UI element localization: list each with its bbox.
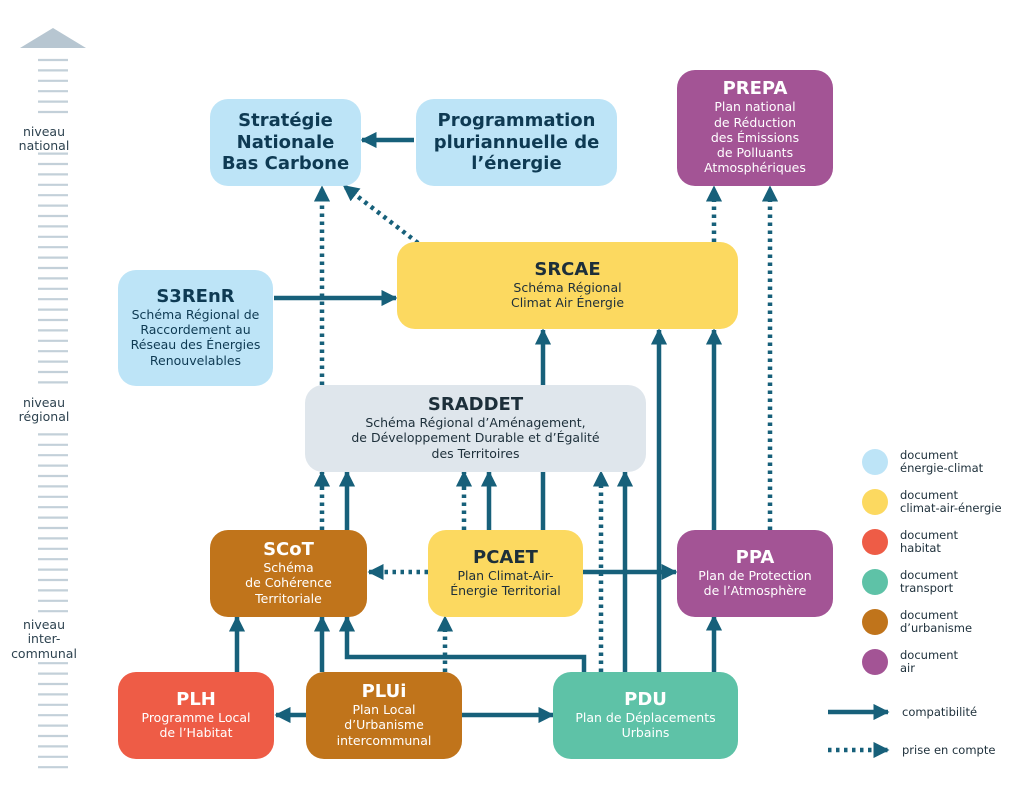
level-label-intercommunal: niveau inter- communal	[11, 617, 77, 661]
node-scot[interactable]: SCoT Schéma de Cohérence Territoriale	[210, 530, 367, 617]
node-srcae[interactable]: SRCAE Schéma Régional Climat Air Énergie	[397, 242, 738, 329]
level-label-national: niveau national	[18, 124, 70, 154]
node-sraddet-subtitle: Schéma Régional d’Aménagement, de Dévelo…	[351, 415, 600, 461]
node-ppe[interactable]: Programmation pluriannuelle de l’énergie	[416, 99, 617, 186]
legend-label-habitat: document habitat	[900, 528, 959, 555]
node-sraddet[interactable]: SRADDET Schéma Régional d’Aménagement, d…	[305, 385, 646, 472]
node-ppe-title: Programmation pluriannuelle de l’énergie	[433, 109, 600, 175]
legend-dot-energie-climat	[862, 449, 888, 475]
legend-prise-en-compte: prise en compte	[826, 740, 1016, 760]
node-snbc-title: Stratégie Nationale Bas Carbone	[221, 109, 350, 175]
node-pcaet-title: PCAET	[473, 546, 538, 568]
legend-dotted-arrow	[828, 741, 890, 759]
node-scot-title: SCoT	[263, 539, 314, 561]
legend-label-transport: document transport	[900, 568, 959, 595]
legend-label-urbanisme: document d’urbanisme	[900, 608, 973, 635]
level-scale	[20, 28, 86, 769]
node-plui-title: PLUi	[361, 681, 407, 703]
edge-srcae-snbc-dotted	[342, 184, 420, 245]
legend-dot-habitat	[862, 529, 888, 555]
node-plui-subtitle: Plan Local d’Urbanisme intercommunal	[336, 702, 432, 748]
node-ppa-title: PPA	[735, 546, 775, 568]
node-plui[interactable]: PLUi Plan Local d’Urbanisme intercommuna…	[306, 672, 462, 759]
scale-ticks	[38, 58, 68, 769]
legend-energie-climat: document énergie-climat	[862, 449, 983, 475]
node-snbc[interactable]: Stratégie Nationale Bas Carbone	[210, 99, 361, 186]
legend-label-air: document air	[900, 648, 959, 675]
node-s3renr-title: S3REnR	[156, 286, 235, 308]
legend-label-energie-climat: document énergie-climat	[900, 448, 984, 475]
node-plh-title: PLH	[176, 688, 216, 710]
legend-label-climat-air-energie: document climat-air-énergie	[900, 488, 1002, 515]
node-pcaet[interactable]: PCAET Plan Climat-Air- Énergie Territori…	[428, 530, 583, 617]
legend-dot-climat-air-energie	[862, 489, 888, 515]
node-pcaet-subtitle: Plan Climat-Air- Énergie Territorial	[450, 567, 561, 598]
node-pdu-title: PDU	[624, 688, 667, 710]
node-s3renr-subtitle: Schéma Régional de Raccordement au Résea…	[130, 306, 261, 368]
legend-air: document air	[862, 649, 958, 675]
node-scot-subtitle: Schéma de Cohérence Territoriale	[245, 560, 332, 606]
legend-label-compatibilite: compatibilité	[902, 705, 978, 719]
node-ppa[interactable]: PPA Plan de Protection de l’Atmosphère	[677, 530, 833, 617]
node-prepa-subtitle: Plan national de Réduction des Émissions…	[704, 99, 806, 176]
scale-arrowhead	[20, 28, 86, 48]
node-ppa-subtitle: Plan de Protection de l’Atmosphère	[698, 567, 812, 598]
legend-dot-transport	[862, 569, 888, 595]
node-prepa-title: PREPA	[722, 78, 788, 100]
legend-solid-arrow	[828, 703, 890, 721]
edge-pdu-scot	[338, 615, 587, 672]
node-srcae-subtitle: Schéma Régional Climat Air Énergie	[510, 279, 625, 310]
legend-habitat: document habitat	[862, 529, 958, 555]
node-pdu[interactable]: PDU Plan de Déplacements Urbains	[553, 672, 738, 759]
node-prepa[interactable]: PREPA Plan national de Réduction des Émi…	[677, 70, 833, 186]
legend-label-prise-en-compte: prise en compte	[902, 743, 996, 757]
legend-compatibilite: compatibilité	[826, 702, 1016, 722]
node-sraddet-title: SRADDET	[427, 394, 524, 416]
node-s3renr[interactable]: S3REnR Schéma Régional de Raccordement a…	[118, 270, 273, 386]
node-plh[interactable]: PLH Programme Local de l’Habitat	[118, 672, 274, 759]
legend-climat-air-energie: document climat-air-énergie	[862, 489, 1002, 515]
node-srcae-title: SRCAE	[534, 258, 601, 280]
node-pdu-subtitle: Plan de Déplacements Urbains	[575, 709, 716, 740]
legend-transport: document transport	[862, 569, 958, 595]
node-plh-subtitle: Programme Local de l’Habitat	[141, 709, 251, 740]
legend-dot-air	[862, 649, 888, 675]
legend-dot-urbanisme	[862, 609, 888, 635]
level-label-regional: niveau régional	[18, 395, 70, 425]
legend-urbanisme: document d’urbanisme	[862, 609, 972, 635]
